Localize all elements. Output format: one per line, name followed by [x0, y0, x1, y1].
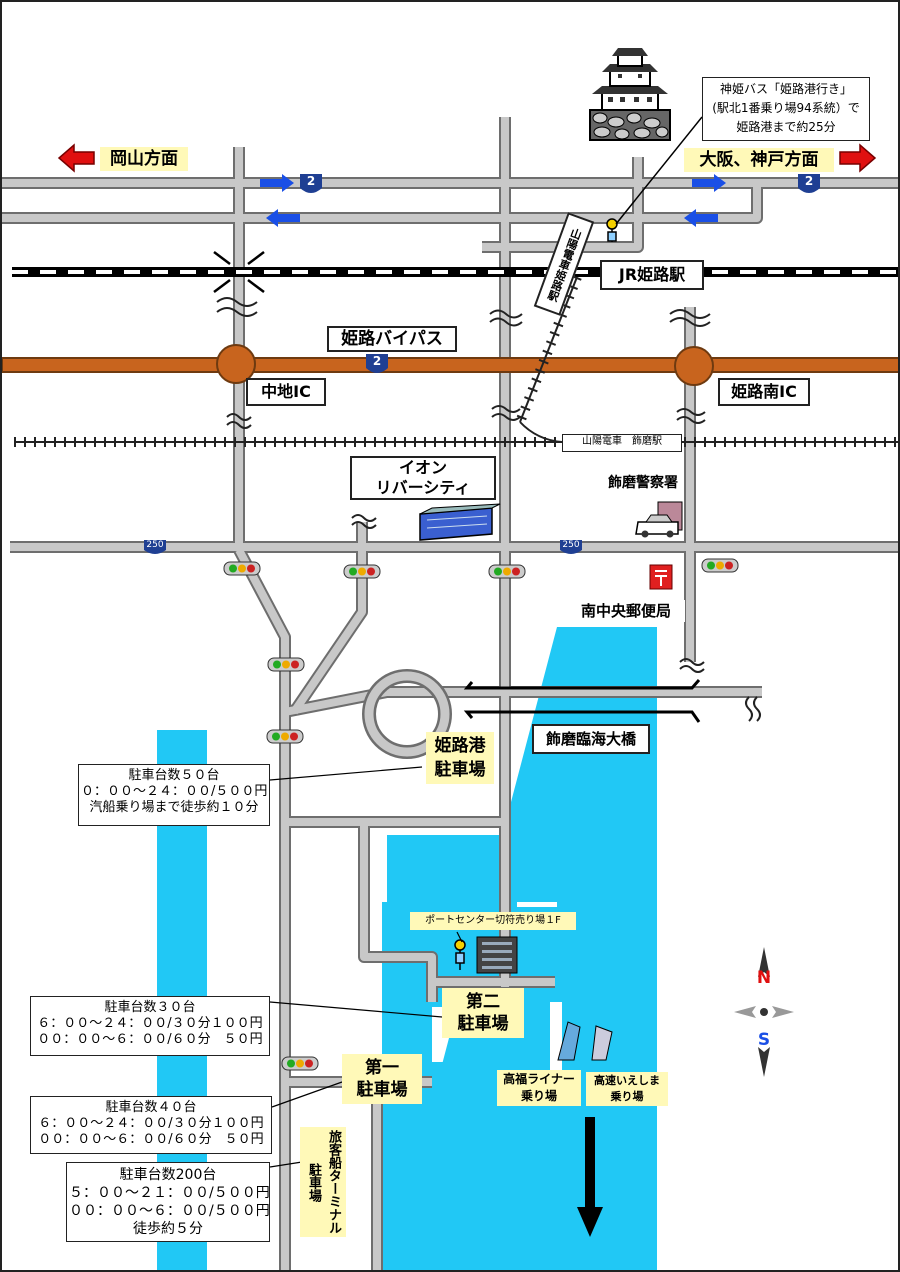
terminal-info-2: ５：００～２１：００/５００円	[69, 1185, 270, 1201]
nakachi-ic-node	[216, 344, 256, 384]
bus-stop-icon	[454, 218, 618, 970]
bus-note-line1: 神姫バス「姫路港行き」	[719, 82, 852, 96]
police-station-label: 飾磨警察署	[602, 472, 684, 492]
aeon-building-icon	[419, 471, 501, 541]
parking-2-info-2: ６：００～２４：００/３０分１００円	[37, 1016, 263, 1031]
shikama-bridge-label: 飾磨臨海大橋	[532, 724, 650, 754]
parking-2-info-1: 駐車台数３０台	[104, 1000, 196, 1015]
terminal-line1: 旅客船ターミナル	[326, 1130, 341, 1234]
route-2-shield-b: 2	[804, 174, 814, 188]
port-parking-line2: 駐車場	[434, 760, 486, 780]
parking-2-info: 駐車台数３０台 ６：００～２４：００/３０分１００円 ００：００～６：００/６０…	[30, 996, 270, 1056]
osaka-kobe-direction: 大阪、神戸方面	[684, 148, 834, 172]
himeji-port-parking-info: 駐車台数５０台 ０：００～２４：００/５００円 汽船乗り場まで徒歩約１０分	[78, 764, 270, 826]
okayama-arrow	[57, 143, 95, 173]
port-parking-info-3: 汽船乗り場まで徒歩約１０分	[89, 800, 259, 815]
parking-2-line2: 駐車場	[457, 1014, 509, 1034]
osaka-arrow	[839, 143, 877, 173]
passenger-terminal-parking-info: 駐車台数200台 ５：００～２１：００/５００円 ００：００～６：００/５００円…	[66, 1162, 270, 1242]
aeon-line2: リバーシティ	[375, 478, 471, 497]
himeji-bypass-label: 姫路バイパス	[327, 326, 457, 352]
parking-2-line1: 第二	[466, 992, 500, 1012]
compass-icon	[734, 947, 794, 1077]
compass-north: N	[756, 968, 772, 988]
compass-south: S	[757, 1030, 771, 1050]
pier-strip	[550, 1002, 562, 1082]
himeji-castle-icon	[589, 48, 671, 141]
traffic-lights	[223, 558, 739, 1071]
aeon-line1: イオン	[398, 458, 447, 477]
himeji-bypass	[2, 357, 898, 373]
bus-note: 神姫バス「姫路港行き」 (駅北1番乗り場94系統）で 姫路港まで約25分	[702, 77, 870, 141]
terminal-info-3: ００：００～６：００/５００円	[69, 1203, 270, 1219]
takafuku-liner-label: 高福ライナー 乗り場	[497, 1070, 581, 1106]
port-center-building-icon	[476, 936, 518, 974]
takafuku-line1: 高福ライナー	[503, 1072, 575, 1086]
police-car-icon	[635, 501, 683, 538]
route-shields	[144, 174, 820, 554]
route-2-shield-a: 2	[306, 174, 316, 188]
parking-1-info-2: ６：００～２４：００/３０分１００円	[38, 1116, 264, 1131]
parking-1-info-3: ００：００～６：００/６０分 ５０円	[38, 1132, 264, 1147]
passenger-terminal-parking-label: 旅客船ターミナル 駐車場	[300, 1127, 346, 1237]
terminal-line2: 駐車場	[306, 1162, 321, 1202]
parking-1-line2: 駐車場	[356, 1080, 408, 1100]
sanyo-shikama-station: 山陽電車 飾磨駅	[562, 434, 682, 452]
terminal-info-4: 徒歩約５分	[133, 1221, 203, 1237]
port-parking-info-1: 駐車台数５０台	[128, 768, 220, 783]
kosoku-ieshima-label: 高速いえしま 乗り場	[586, 1072, 668, 1106]
port-parking-line1: 姫路港	[434, 736, 486, 756]
parking-2-label: 第二 駐車場	[442, 988, 524, 1038]
nakachi-ic-label: 中地IC	[246, 378, 326, 406]
parking-1-info-1: 駐車台数４０台	[105, 1100, 197, 1115]
parking-1-label: 第一 駐車場	[342, 1054, 422, 1104]
himeji-port-parking-label: 姫路港 駐車場	[426, 732, 494, 784]
port-center-label: ポートセンター切符売り場１F	[410, 912, 576, 930]
route-250-shield-b: 250	[562, 540, 580, 550]
parking-1-line1: 第一	[365, 1058, 399, 1078]
okayama-direction: 岡山方面	[100, 147, 188, 171]
parking-1-info: 駐車台数４０台 ６：００～２４：００/３０分１００円 ００：００～６：００/６０…	[30, 1096, 272, 1154]
ship-icons	[557, 1021, 613, 1061]
bus-note-line3: 姫路港まで約25分	[736, 120, 836, 134]
south-arrow	[577, 1117, 603, 1237]
route-250-shield-a: 250	[146, 540, 164, 550]
himeji-minami-ic-node	[674, 346, 714, 386]
route-2-shield-c: 2	[372, 354, 382, 368]
parking-2-info-3: ００：００～６：００/６０分 ５０円	[37, 1032, 263, 1047]
terminal-info-1: 駐車台数200台	[119, 1167, 217, 1183]
aeon-riverside-label: イオン リバーシティ	[350, 456, 496, 500]
kosoku-line2: 乗り場	[610, 1090, 644, 1103]
himeji-minami-ic-label: 姫路南IC	[718, 378, 810, 406]
traffic-arrows	[260, 174, 726, 227]
bus-note-line2: (駅北1番乗り場94系統）で	[712, 101, 860, 115]
port-parking-info-2: ０：００～２４：００/５００円	[81, 784, 268, 799]
post-office-icon	[649, 564, 673, 590]
jr-himeji-station: JR姫路駅	[600, 260, 704, 290]
kosoku-line1: 高速いえしま	[594, 1074, 660, 1087]
takafuku-line2: 乗り場	[520, 1089, 557, 1103]
post-office-label: 南中央郵便局	[567, 600, 685, 622]
